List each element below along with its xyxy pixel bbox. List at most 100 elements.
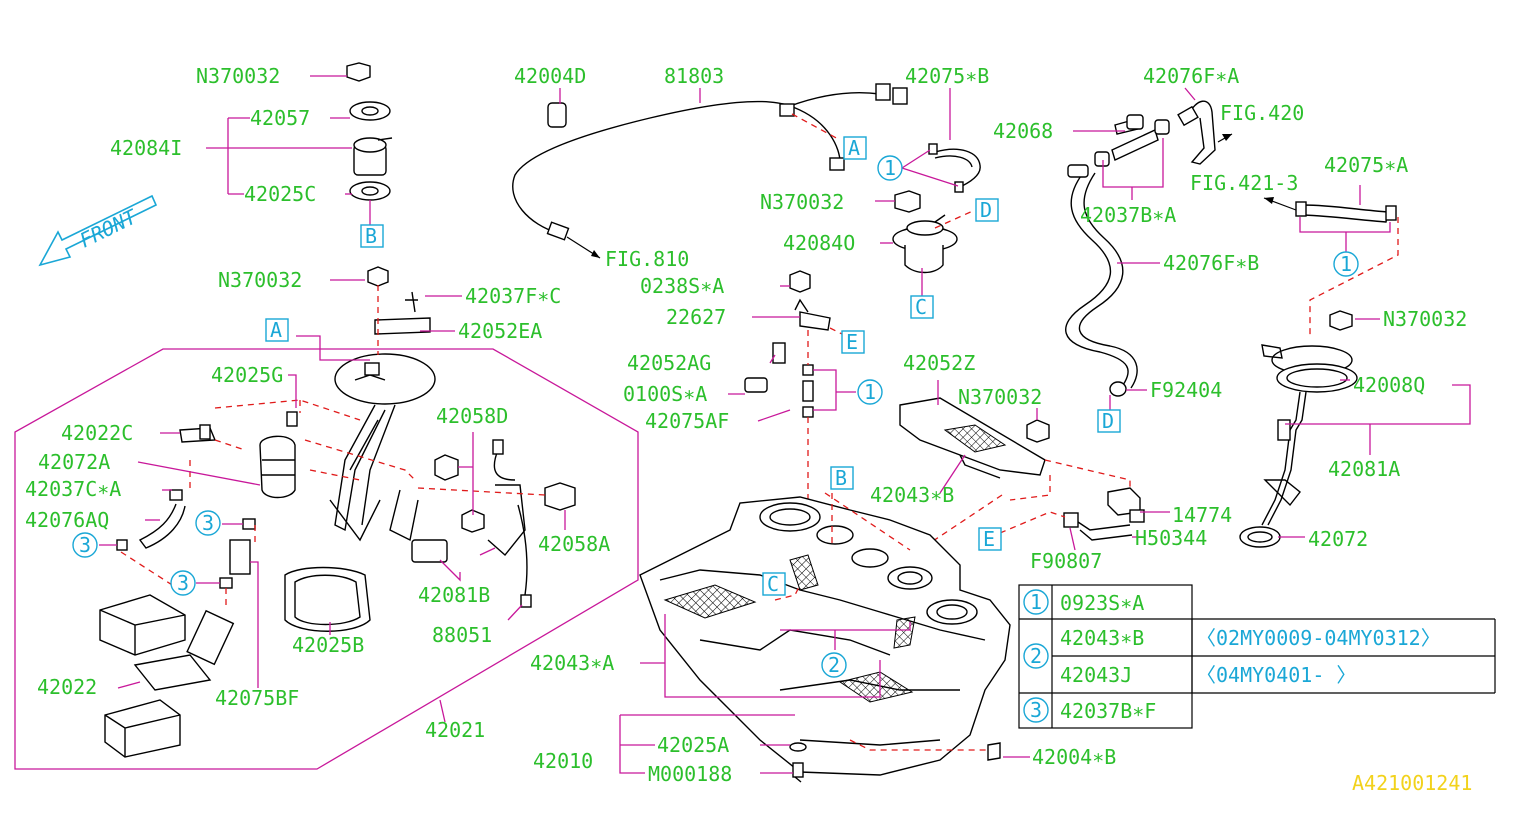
legend-row-1: 1 0923S∗A xyxy=(1023,589,1144,615)
svg-text:C: C xyxy=(915,295,927,319)
label-42076fb[interactable]: 42076F∗B xyxy=(1163,251,1259,275)
label-0238sa[interactable]: 0238S∗A xyxy=(640,274,724,298)
label-42004b[interactable]: 42004∗B xyxy=(1032,745,1116,769)
label-42084i[interactable]: 42084I xyxy=(110,136,182,160)
ref-circle-1b[interactable]: 1 xyxy=(1333,251,1359,277)
label-42022[interactable]: 42022 xyxy=(37,675,97,699)
front-label: FRONT xyxy=(76,204,142,253)
label-42076aq[interactable]: 42076AQ xyxy=(25,508,109,532)
pump-group-outline xyxy=(14,348,639,770)
label-42081b[interactable]: 42081B xyxy=(418,583,490,607)
label-14774[interactable]: 14774 xyxy=(1172,503,1232,527)
ref-box-a1[interactable]: A xyxy=(843,136,867,160)
label-42075b[interactable]: 42075∗B xyxy=(905,64,989,88)
ref-box-b1[interactable]: B xyxy=(360,224,384,248)
label-42021[interactable]: 42021 xyxy=(425,718,485,742)
canister-valve xyxy=(1063,487,1145,541)
label-42008q[interactable]: 42008Q xyxy=(1353,373,1425,397)
ref-box-d2[interactable]: D xyxy=(1097,409,1121,433)
label-42075af[interactable]: 42075AF xyxy=(645,409,729,433)
label-42052ea[interactable]: 42052EA xyxy=(458,319,542,343)
svg-text:D: D xyxy=(1102,409,1114,433)
pump-internals xyxy=(99,411,419,758)
legend-row-2: 2 42043∗B 〈02MY0009-04MY0312〉 42043J 〈04… xyxy=(1023,626,1441,687)
label-0100sa[interactable]: 0100S∗A xyxy=(623,382,707,406)
label-42058a[interactable]: 42058A xyxy=(538,532,610,556)
legend-part-2: 42043∗B xyxy=(1060,626,1144,650)
label-42052ag[interactable]: 42052AG xyxy=(627,351,711,375)
svg-text:1: 1 xyxy=(1340,252,1352,276)
label-42004d[interactable]: 42004D xyxy=(514,64,586,88)
label-n370032-3[interactable]: N370032 xyxy=(218,268,302,292)
ref-box-b2[interactable]: B xyxy=(830,466,854,490)
label-42052z[interactable]: 42052Z xyxy=(903,351,975,375)
svg-text:1: 1 xyxy=(884,156,896,180)
label-n370032-2[interactable]: N370032 xyxy=(760,190,844,214)
diagram-id: A421001241 xyxy=(1352,771,1472,795)
fig-810-ref[interactable]: FIG.810 xyxy=(605,247,689,271)
label-42072[interactable]: 42072 xyxy=(1308,527,1368,551)
svg-text:D: D xyxy=(980,198,992,222)
label-f92404[interactable]: F92404 xyxy=(1150,378,1222,402)
ref-circle-3c[interactable]: 3 xyxy=(170,570,196,596)
label-42068[interactable]: 42068 xyxy=(993,119,1053,143)
legend-part-4: 42037B∗F xyxy=(1060,699,1156,723)
label-42025g[interactable]: 42025G xyxy=(211,363,283,387)
front-arrow-icon xyxy=(38,194,158,267)
svg-text:E: E xyxy=(846,330,858,354)
label-42025c[interactable]: 42025C xyxy=(244,182,316,206)
label-42043b[interactable]: 42043∗B xyxy=(870,483,954,507)
ref-box-c2[interactable]: C xyxy=(762,572,786,596)
legend-part-3: 42043J xyxy=(1060,663,1132,687)
svg-text:1: 1 xyxy=(864,380,876,404)
label-n370032-1[interactable]: N370032 xyxy=(196,64,280,88)
ref-circle-1a[interactable]: 1 xyxy=(877,155,903,181)
label-42075bf[interactable]: 42075BF xyxy=(215,686,299,710)
legend-ref-3: 3 xyxy=(1030,698,1042,722)
label-n370032-4[interactable]: N370032 xyxy=(1383,307,1467,331)
ref-circle-1c[interactable]: 1 xyxy=(857,379,883,405)
ref-circle-3b[interactable]: 3 xyxy=(72,532,98,558)
fuel-tank xyxy=(639,496,1011,783)
ref-circle-2[interactable]: 2 xyxy=(821,652,847,678)
label-42025b[interactable]: 42025B xyxy=(292,633,364,657)
label-42043a[interactable]: 42043∗A xyxy=(530,651,614,675)
label-42025a[interactable]: 42025A xyxy=(657,733,729,757)
label-42037ca[interactable]: 42037C∗A xyxy=(25,477,121,501)
label-88051[interactable]: 88051 xyxy=(432,623,492,647)
label-42058d[interactable]: 42058D xyxy=(436,404,508,428)
ref-box-c1[interactable]: C xyxy=(910,295,934,319)
label-42084o[interactable]: 42084O xyxy=(783,231,855,255)
ref-box-e2[interactable]: E xyxy=(978,527,1002,551)
label-h50344[interactable]: H50344 xyxy=(1135,526,1207,550)
label-42076fa[interactable]: 42076F∗A xyxy=(1143,64,1239,88)
vent-hose-42075a xyxy=(1295,201,1397,223)
ref-circle-3a[interactable]: 3 xyxy=(195,510,221,536)
label-42057[interactable]: 42057 xyxy=(250,106,310,130)
label-42075a[interactable]: 42075∗A xyxy=(1324,153,1408,177)
label-f90807[interactable]: F90807 xyxy=(1030,549,1102,573)
label-42037fc[interactable]: 42037F∗C xyxy=(465,284,561,308)
svg-text:3: 3 xyxy=(202,511,214,535)
label-22627[interactable]: 22627 xyxy=(666,305,726,329)
label-m000188[interactable]: M000188 xyxy=(648,762,732,786)
label-42081a[interactable]: 42081A xyxy=(1328,457,1400,481)
breather-hoses xyxy=(1065,100,1216,397)
label-42022c[interactable]: 42022C xyxy=(61,421,133,445)
harness-81803 xyxy=(512,83,908,241)
legend-part-1: 0923S∗A xyxy=(1060,591,1144,615)
label-42072a[interactable]: 42072A xyxy=(38,450,110,474)
fig-421-ref[interactable]: FIG.421-3 xyxy=(1190,171,1298,195)
ref-box-e1[interactable]: E xyxy=(841,330,865,354)
sender-stack-top-left xyxy=(346,62,393,201)
legend-ref-1: 1 xyxy=(1030,590,1042,614)
label-81803[interactable]: 81803 xyxy=(664,64,724,88)
fig-420-ref[interactable]: FIG.420 xyxy=(1220,101,1304,125)
ref-box-d1[interactable]: D xyxy=(975,198,999,222)
label-42010[interactable]: 42010 xyxy=(533,749,593,773)
svg-text:A: A xyxy=(270,318,282,342)
label-n370032-5[interactable]: N370032 xyxy=(958,385,1042,409)
label-42037ba[interactable]: 42037B∗A xyxy=(1080,203,1176,227)
ref-box-a2[interactable]: A xyxy=(265,318,289,342)
